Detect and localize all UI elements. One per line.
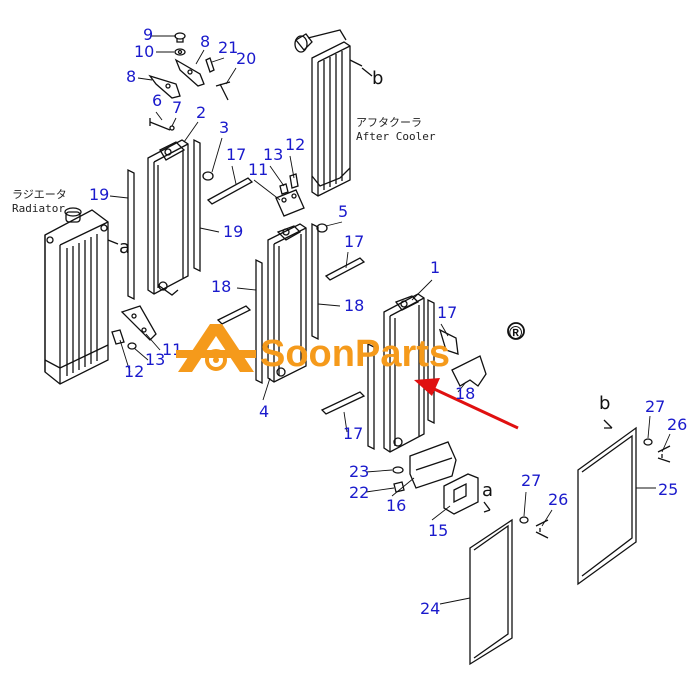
clip-18 bbox=[451, 355, 487, 387]
callout-2: 2 bbox=[196, 103, 206, 122]
screen-24 bbox=[469, 518, 513, 666]
text-annotations: ラジエータ Radiator アフタクーラ After Cooler bbox=[12, 116, 436, 215]
direction-letter-a: a bbox=[482, 480, 493, 501]
callout-19: 19 bbox=[89, 185, 109, 204]
callout-8: 8 bbox=[200, 32, 210, 51]
marker-b-top bbox=[361, 67, 373, 77]
seal-strip-19-right bbox=[193, 138, 201, 273]
callout-21: 21 bbox=[218, 38, 238, 57]
callout-17: 17 bbox=[226, 145, 246, 164]
leader-lines bbox=[109, 35, 671, 605]
radiator-en-label: Radiator bbox=[12, 202, 65, 215]
seal-strip-19-left bbox=[127, 168, 135, 301]
direction-arrow bbox=[414, 378, 519, 430]
callout-13: 13 bbox=[145, 350, 165, 369]
soonparts-logo-icon bbox=[176, 324, 256, 372]
callout-17: 17 bbox=[344, 232, 364, 251]
nut-22 bbox=[393, 481, 405, 493]
registered-mark: ® bbox=[509, 323, 522, 343]
callout-11: 11 bbox=[248, 160, 268, 179]
direction-letter-a: a bbox=[119, 237, 130, 258]
o-ring-5 bbox=[316, 223, 328, 233]
aftercooler-en-label: After Cooler bbox=[356, 130, 436, 143]
registered-mark-ring bbox=[507, 322, 525, 340]
seal-strip-18-a bbox=[255, 258, 263, 385]
direction-letter-b: b bbox=[599, 393, 610, 414]
callout-13: 13 bbox=[263, 145, 283, 164]
callout-26: 26 bbox=[548, 490, 568, 509]
bracket-11-left bbox=[111, 305, 157, 350]
bracket-11-center bbox=[275, 173, 305, 217]
callout-9: 9 bbox=[143, 25, 153, 44]
callout-18: 18 bbox=[344, 296, 364, 315]
callout-25: 25 bbox=[658, 480, 678, 499]
wing-bolts bbox=[519, 438, 671, 539]
o-ring-3 bbox=[202, 171, 214, 181]
washer-23 bbox=[392, 466, 404, 474]
radiator-assembly bbox=[44, 207, 119, 385]
callout-12: 12 bbox=[124, 362, 144, 381]
callout-18: 18 bbox=[211, 277, 231, 296]
top-brackets bbox=[148, 32, 231, 131]
screen-25 bbox=[577, 426, 637, 586]
callout-22: 22 bbox=[349, 483, 369, 502]
callout-19: 19 bbox=[223, 222, 243, 241]
seal-strip-18-b bbox=[311, 222, 319, 341]
callout-17: 17 bbox=[437, 303, 457, 322]
clip-17 bbox=[438, 328, 459, 355]
callout-18: 18 bbox=[455, 384, 475, 403]
strip-17-b bbox=[324, 257, 366, 281]
strip-17-a bbox=[206, 177, 254, 205]
strip-17-c bbox=[320, 391, 366, 415]
after-cooler-assembly bbox=[294, 29, 363, 197]
callout-27: 27 bbox=[645, 397, 665, 416]
aftercooler-jp-label: アフタクーラ bbox=[356, 116, 422, 129]
callout-7: 7 bbox=[172, 98, 182, 117]
callout-5: 5 bbox=[338, 202, 348, 221]
direction-letter-b: b bbox=[372, 68, 383, 89]
strip-17-d bbox=[216, 305, 252, 325]
callout-12: 12 bbox=[285, 135, 305, 154]
callout-16: 16 bbox=[386, 496, 406, 515]
callout-3: 3 bbox=[219, 118, 229, 137]
callout-26: 26 bbox=[667, 415, 687, 434]
callout-1: 1 bbox=[430, 258, 440, 277]
block-15 bbox=[443, 473, 479, 515]
direction-letters: b a b a bbox=[119, 68, 610, 501]
watermark-text: SoonParts bbox=[260, 333, 450, 375]
callout-27: 27 bbox=[521, 471, 541, 490]
callout-20: 20 bbox=[236, 49, 256, 68]
marker-b-right bbox=[603, 419, 613, 429]
callout-8: 8 bbox=[126, 67, 136, 86]
callout-6: 6 bbox=[152, 91, 162, 110]
callout-23: 23 bbox=[349, 462, 369, 481]
callout-10: 10 bbox=[134, 42, 154, 61]
core-4 bbox=[267, 223, 307, 383]
callout-24: 24 bbox=[420, 599, 440, 618]
radiator-jp-label: ラジエータ bbox=[12, 188, 67, 201]
callout-15: 15 bbox=[428, 521, 448, 540]
soonparts-watermark: SoonParts ® bbox=[176, 322, 525, 375]
marker-a-right bbox=[483, 501, 491, 513]
callout-17: 17 bbox=[343, 424, 363, 443]
radiator-core-2 bbox=[147, 139, 189, 296]
cushion-16 bbox=[409, 441, 457, 489]
seal-strip-18-c bbox=[367, 342, 375, 451]
callout-4: 4 bbox=[259, 402, 269, 421]
